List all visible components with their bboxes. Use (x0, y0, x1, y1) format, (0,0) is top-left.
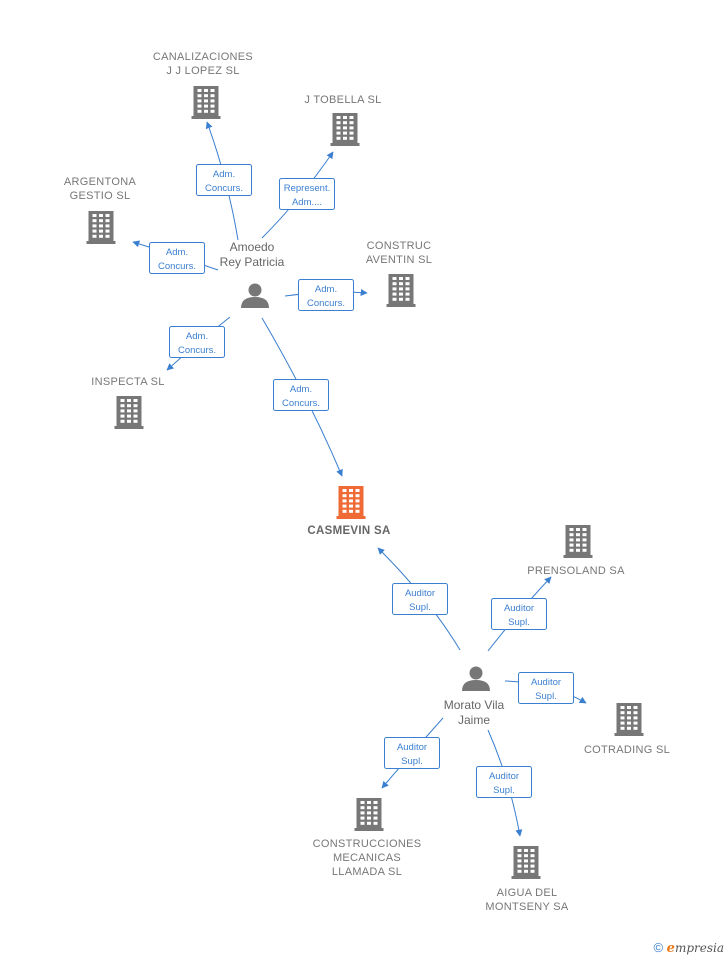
company-node-argentona[interactable]: ARGENTONA GESTIO SL (64, 176, 137, 244)
building-icon[interactable] (336, 486, 366, 519)
person-icon[interactable] (462, 666, 490, 692)
brand-logo-text: mpresia (674, 941, 724, 955)
person-name[interactable]: Jaime (458, 713, 490, 727)
role-label-amoedo-construc[interactable]: Adm. Concurs. (298, 279, 354, 311)
company-name[interactable]: CONSTRUC (367, 240, 432, 252)
role-text: Supl. (493, 785, 515, 796)
role-text: Supl. (409, 602, 431, 613)
building-icon[interactable] (354, 798, 384, 831)
role-text: Auditor (397, 742, 427, 753)
brand-logo-initial: e (666, 941, 675, 956)
nodes-layer: CANALIZACIONES J J LOPEZ SL J TOBELLA SL AR… (64, 51, 670, 913)
company-node-aigua-montseny[interactable]: AIGUA DEL MONTSENY SA (485, 846, 569, 913)
role-box[interactable] (491, 598, 547, 630)
person-name[interactable]: Amoedo (230, 240, 275, 254)
company-name[interactable]: PRENSOLAND SA (527, 565, 625, 577)
person-name[interactable]: Rey Patricia (220, 255, 285, 269)
role-label-amoedo-inspecta[interactable]: Adm. Concurs. (169, 326, 225, 358)
role-text: Adm. (186, 331, 208, 342)
company-name[interactable]: MONTSENY SA (485, 901, 569, 913)
person-name[interactable]: Morato Vila (444, 698, 505, 712)
role-label-amoedo-argentona[interactable]: Adm. Concurs. (149, 242, 205, 274)
copyright-footer: © empresia (653, 940, 724, 956)
company-node-construc-aventin[interactable]: CONSTRUC AVENTIN SL (366, 240, 432, 307)
company-node-jtobella[interactable]: J TOBELLA SL (304, 94, 381, 146)
company-name[interactable]: ARGENTONA (64, 176, 137, 188)
company-name[interactable]: J TOBELLA SL (304, 94, 381, 106)
person-icon[interactable] (241, 283, 269, 309)
role-text: Supl. (535, 691, 557, 702)
role-box[interactable] (169, 326, 225, 358)
role-text: Auditor (405, 588, 435, 599)
role-labels-layer: Adm. Concurs. Represent. Adm.... Adm. Concurs… (149, 164, 574, 798)
company-name[interactable]: COTRADING SL (584, 744, 670, 756)
building-icon[interactable] (86, 211, 116, 244)
building-icon[interactable] (330, 113, 360, 146)
role-text: Concurs. (282, 398, 320, 409)
role-box[interactable] (518, 672, 574, 704)
building-icon[interactable] (511, 846, 541, 879)
role-text: Supl. (508, 617, 530, 628)
role-text: Supl. (401, 756, 423, 767)
role-text: Auditor (489, 771, 519, 782)
role-text: Adm. (213, 169, 235, 180)
role-box[interactable] (279, 178, 335, 210)
company-name[interactable]: CANALIZACIONES (153, 51, 253, 63)
copyright-symbol: © (653, 940, 664, 955)
role-text: Concurs. (307, 298, 345, 309)
company-name[interactable]: AVENTIN SL (366, 254, 432, 266)
company-node-canalizaciones[interactable]: CANALIZACIONES J J LOPEZ SL (153, 51, 253, 119)
role-text: Auditor (504, 603, 534, 614)
building-icon[interactable] (563, 525, 593, 558)
company-name[interactable]: AIGUA DEL (497, 887, 558, 899)
role-text: Adm.... (292, 197, 322, 208)
role-box[interactable] (149, 242, 205, 274)
company-name[interactable]: CASMEVIN SA (307, 525, 390, 537)
company-name[interactable]: CONSTRUCCIONES (313, 838, 422, 850)
building-icon[interactable] (191, 86, 221, 119)
role-text: Concurs. (178, 345, 216, 356)
role-box[interactable] (476, 766, 532, 798)
building-icon[interactable] (114, 396, 144, 429)
company-name[interactable]: INSPECTA SL (91, 376, 164, 388)
role-box[interactable] (273, 379, 329, 411)
role-box[interactable] (298, 279, 354, 311)
company-node-inspecta[interactable]: INSPECTA SL (91, 376, 164, 429)
company-node-prensoland[interactable]: PRENSOLAND SA (527, 525, 625, 577)
role-text: Represent. (284, 183, 330, 194)
role-text: Adm. (290, 384, 312, 395)
edges-layer (132, 121, 587, 837)
role-text: Auditor (531, 677, 561, 688)
role-box[interactable] (392, 583, 448, 615)
company-node-casmevin[interactable]: CASMEVIN SA (307, 486, 390, 537)
building-icon[interactable] (614, 703, 644, 736)
company-node-construcciones-mecanicas[interactable]: CONSTRUCCIONES MECANICAS LLAMADA SL (313, 798, 422, 878)
company-node-cotrading[interactable]: COTRADING SL (584, 703, 670, 756)
building-icon[interactable] (386, 274, 416, 307)
role-label-amoedo-canalizaciones[interactable]: Adm. Concurs. (196, 164, 252, 196)
role-text: Adm. (166, 247, 188, 258)
role-text: Concurs. (158, 261, 196, 272)
company-name[interactable]: GESTIO SL (70, 190, 131, 202)
company-name[interactable]: LLAMADA SL (332, 866, 402, 878)
role-text: Concurs. (205, 183, 243, 194)
company-name[interactable]: J J LOPEZ SL (166, 65, 239, 77)
role-label-amoedo-casmevin[interactable]: Adm. Concurs. (273, 379, 329, 411)
role-box[interactable] (196, 164, 252, 196)
company-name[interactable]: MECANICAS (333, 852, 401, 864)
role-label-amoedo-jtobella[interactable]: Represent. Adm.... (279, 178, 335, 210)
role-box[interactable] (384, 737, 440, 769)
role-text: Adm. (315, 284, 337, 295)
